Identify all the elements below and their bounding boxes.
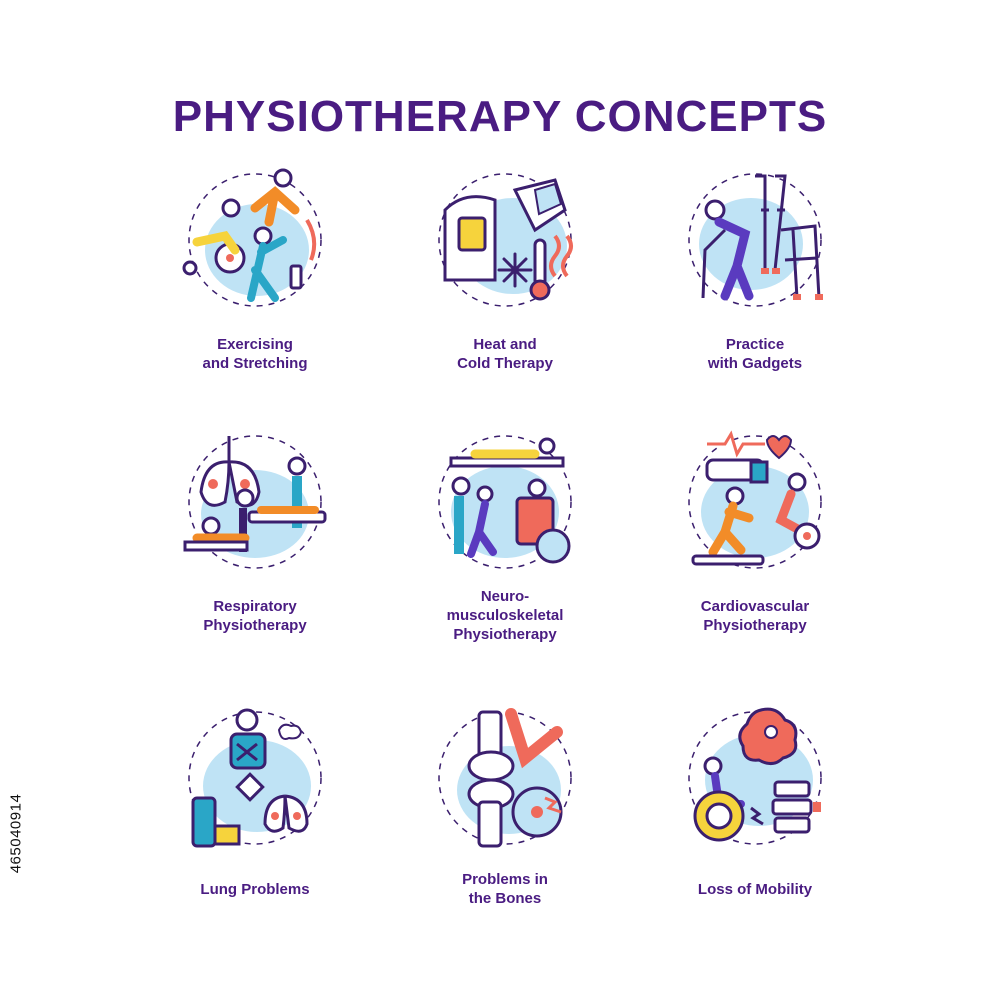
crutches-walker-icon — [688, 173, 823, 307]
heart-rate-runner-icon — [688, 430, 822, 569]
brain-wheelchair-icon — [688, 707, 822, 845]
concept-loss-of-mobility: Loss of Mobility — [625, 707, 885, 938]
concept-label: Loss of Mobility — [697, 881, 813, 898]
rehab-exercise-icon — [438, 435, 572, 569]
stock-id: 465040914 — [7, 793, 25, 874]
lungs-patient-icon — [183, 435, 327, 569]
concept-lung-problems: Lung Problems — [125, 708, 385, 938]
inhaler-lungs-icon — [188, 708, 322, 848]
concept-label: Lung Problems — [200, 881, 310, 898]
thermometer-snowflake-icon — [438, 173, 573, 307]
bone-joint-icon — [438, 708, 572, 848]
page-title: PHYSIOTHERAPY CONCEPTS — [172, 92, 828, 141]
exercise-icon — [182, 168, 322, 307]
